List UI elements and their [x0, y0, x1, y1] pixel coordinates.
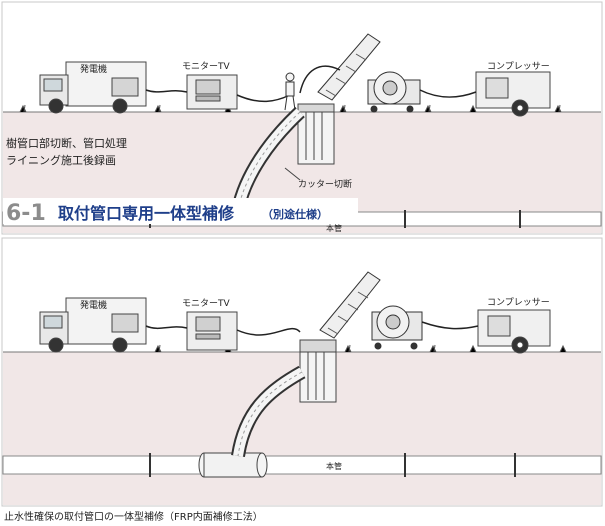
- top-compressor: [475, 71, 551, 117]
- bottom-compressor-label: コンプレッサー: [487, 297, 550, 308]
- bottom-panel: 本管 発電機 モニターTV: [2, 271, 602, 523]
- title-number: 6-1: [6, 201, 46, 226]
- top-generator-label: 発電機: [80, 63, 107, 75]
- top-note-2: ライニング施工後録画: [6, 153, 116, 167]
- top-winch-drum: [367, 71, 421, 113]
- top-panel: 発電機 モニターTV: [2, 33, 602, 233]
- bottom-monitor-tv: [186, 311, 238, 351]
- bottom-winch-drum: [371, 305, 423, 350]
- top-cutter-label: カッター切断: [298, 178, 352, 190]
- top-generator-truck: [39, 61, 147, 114]
- top-manhole-shaft: [297, 103, 335, 165]
- top-main-pipe-label: 本管: [326, 223, 342, 233]
- top-monitor-tv: [186, 74, 238, 110]
- title-subtext: （別途仕様）: [262, 207, 328, 221]
- bottom-manhole-shaft: [299, 339, 337, 403]
- bottom-generator-label: 発電機: [80, 299, 107, 311]
- caption: 止水性確保の取付管口の一体型補修（FRP内面補修工法）: [4, 510, 263, 523]
- bottom-monitor-label: モニターTV: [182, 298, 230, 309]
- bottom-main-pipe: [2, 452, 602, 478]
- title-text: 取付管口専用一体型補修: [58, 204, 235, 223]
- top-grass: [19, 104, 562, 113]
- title-backdrop: [3, 198, 358, 224]
- top-compressor-label: コンプレッサー: [487, 61, 550, 72]
- bottom-generator-truck: [39, 297, 147, 353]
- top-worker: [284, 72, 296, 111]
- bottom-main-pipe-label: 本管: [326, 461, 342, 471]
- bottom-boom-arm: [319, 271, 381, 339]
- bottom-compressor: [477, 309, 551, 354]
- top-boom-arm: [317, 33, 381, 101]
- top-note-1: 樹管口部切断、管口処理: [6, 136, 127, 150]
- bottom-lateral-pipe: [231, 365, 306, 458]
- top-monitor-label: モニターTV: [182, 61, 230, 72]
